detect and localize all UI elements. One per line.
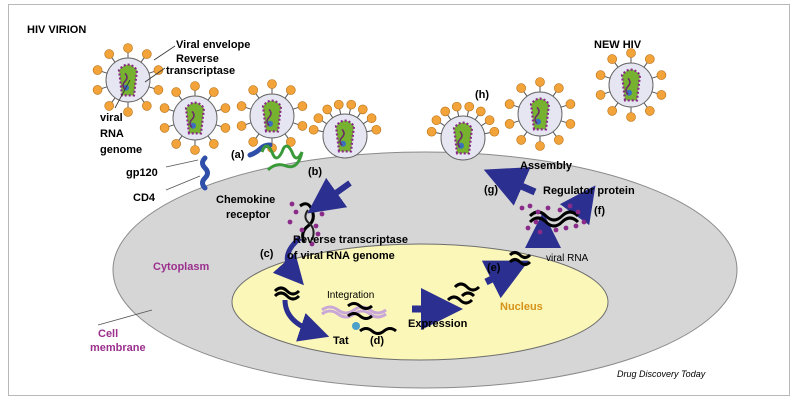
virion-free-1 [92, 43, 164, 117]
label-step-g: (g) [484, 184, 498, 196]
label-rt-line1: Reverse transcriptase [293, 234, 408, 246]
label-transcriptase: transcriptase [166, 65, 235, 77]
label-viral-rna: viral RNA [546, 253, 589, 264]
leader-envelope [153, 45, 176, 61]
label-integration: Integration [327, 290, 374, 301]
arrow-export [481, 260, 529, 299]
label-nucleus: Nucleus [500, 301, 543, 313]
label-viral: viral [100, 112, 123, 124]
arrow-assembly [483, 167, 537, 206]
leader-gp120 [165, 159, 199, 168]
label-receptor: receptor [226, 209, 271, 221]
label-step-h: (h) [475, 89, 489, 101]
virion-binding [236, 79, 308, 153]
label-new-hiv: NEW HIV [594, 39, 642, 51]
integrated-dna [321, 302, 387, 320]
protein-dots-regulator [519, 203, 587, 235]
leader-genome [114, 79, 131, 109]
label-rna: RNA [100, 128, 124, 140]
virion-free-2 [159, 81, 231, 155]
leader-cell-membrane [97, 309, 153, 326]
label-cell: Cell [98, 328, 118, 340]
chemokine-receptor [260, 144, 304, 172]
label-cytoplasm: Cytoplasm [153, 261, 209, 273]
mrna-transcripts [446, 282, 481, 305]
tat-complex [352, 322, 397, 335]
virion-released [504, 77, 576, 151]
label-step-b: (b) [308, 166, 322, 178]
label-membrane: membrane [90, 342, 146, 354]
label-assembly: Assembly [520, 160, 573, 172]
label-step-d: (d) [370, 335, 384, 347]
uncoating-complex [299, 202, 315, 243]
credit-drug-discovery-today: Drug Discovery Today [617, 369, 706, 379]
label-hiv-virion: HIV VIRION [27, 24, 86, 36]
label-step-e: (e) [487, 262, 501, 274]
label-reverse: Reverse [176, 53, 219, 65]
label-gp120: gp120 [126, 167, 158, 179]
virion-new [595, 48, 667, 122]
label-tat: Tat [333, 335, 349, 347]
virion-fusing [308, 99, 382, 159]
label-chemokine: Chemokine [216, 194, 275, 206]
virion-budding [426, 101, 500, 161]
arrow-integration [282, 299, 330, 342]
label-step-c: (c) [260, 248, 274, 260]
label-genome: genome [100, 144, 142, 156]
label-rt-line2: of viral RNA genome [287, 250, 395, 262]
label-viral-envelope: Viral envelope [176, 39, 250, 51]
virions [92, 43, 667, 161]
label-step-a: (a) [231, 149, 245, 161]
arrow-entry [307, 177, 352, 214]
label-cd4: CD4 [133, 192, 156, 204]
arrow-reverse-transcription [272, 236, 304, 286]
leader-cd4 [165, 175, 201, 191]
label-step-f: (f) [594, 205, 605, 217]
proviral-dna [273, 286, 301, 301]
viral-rna-cyto [508, 251, 532, 266]
label-expression: Expression [408, 318, 468, 330]
leader-rt [144, 67, 166, 83]
label-regulator-protein: Regulator protein [543, 185, 635, 197]
